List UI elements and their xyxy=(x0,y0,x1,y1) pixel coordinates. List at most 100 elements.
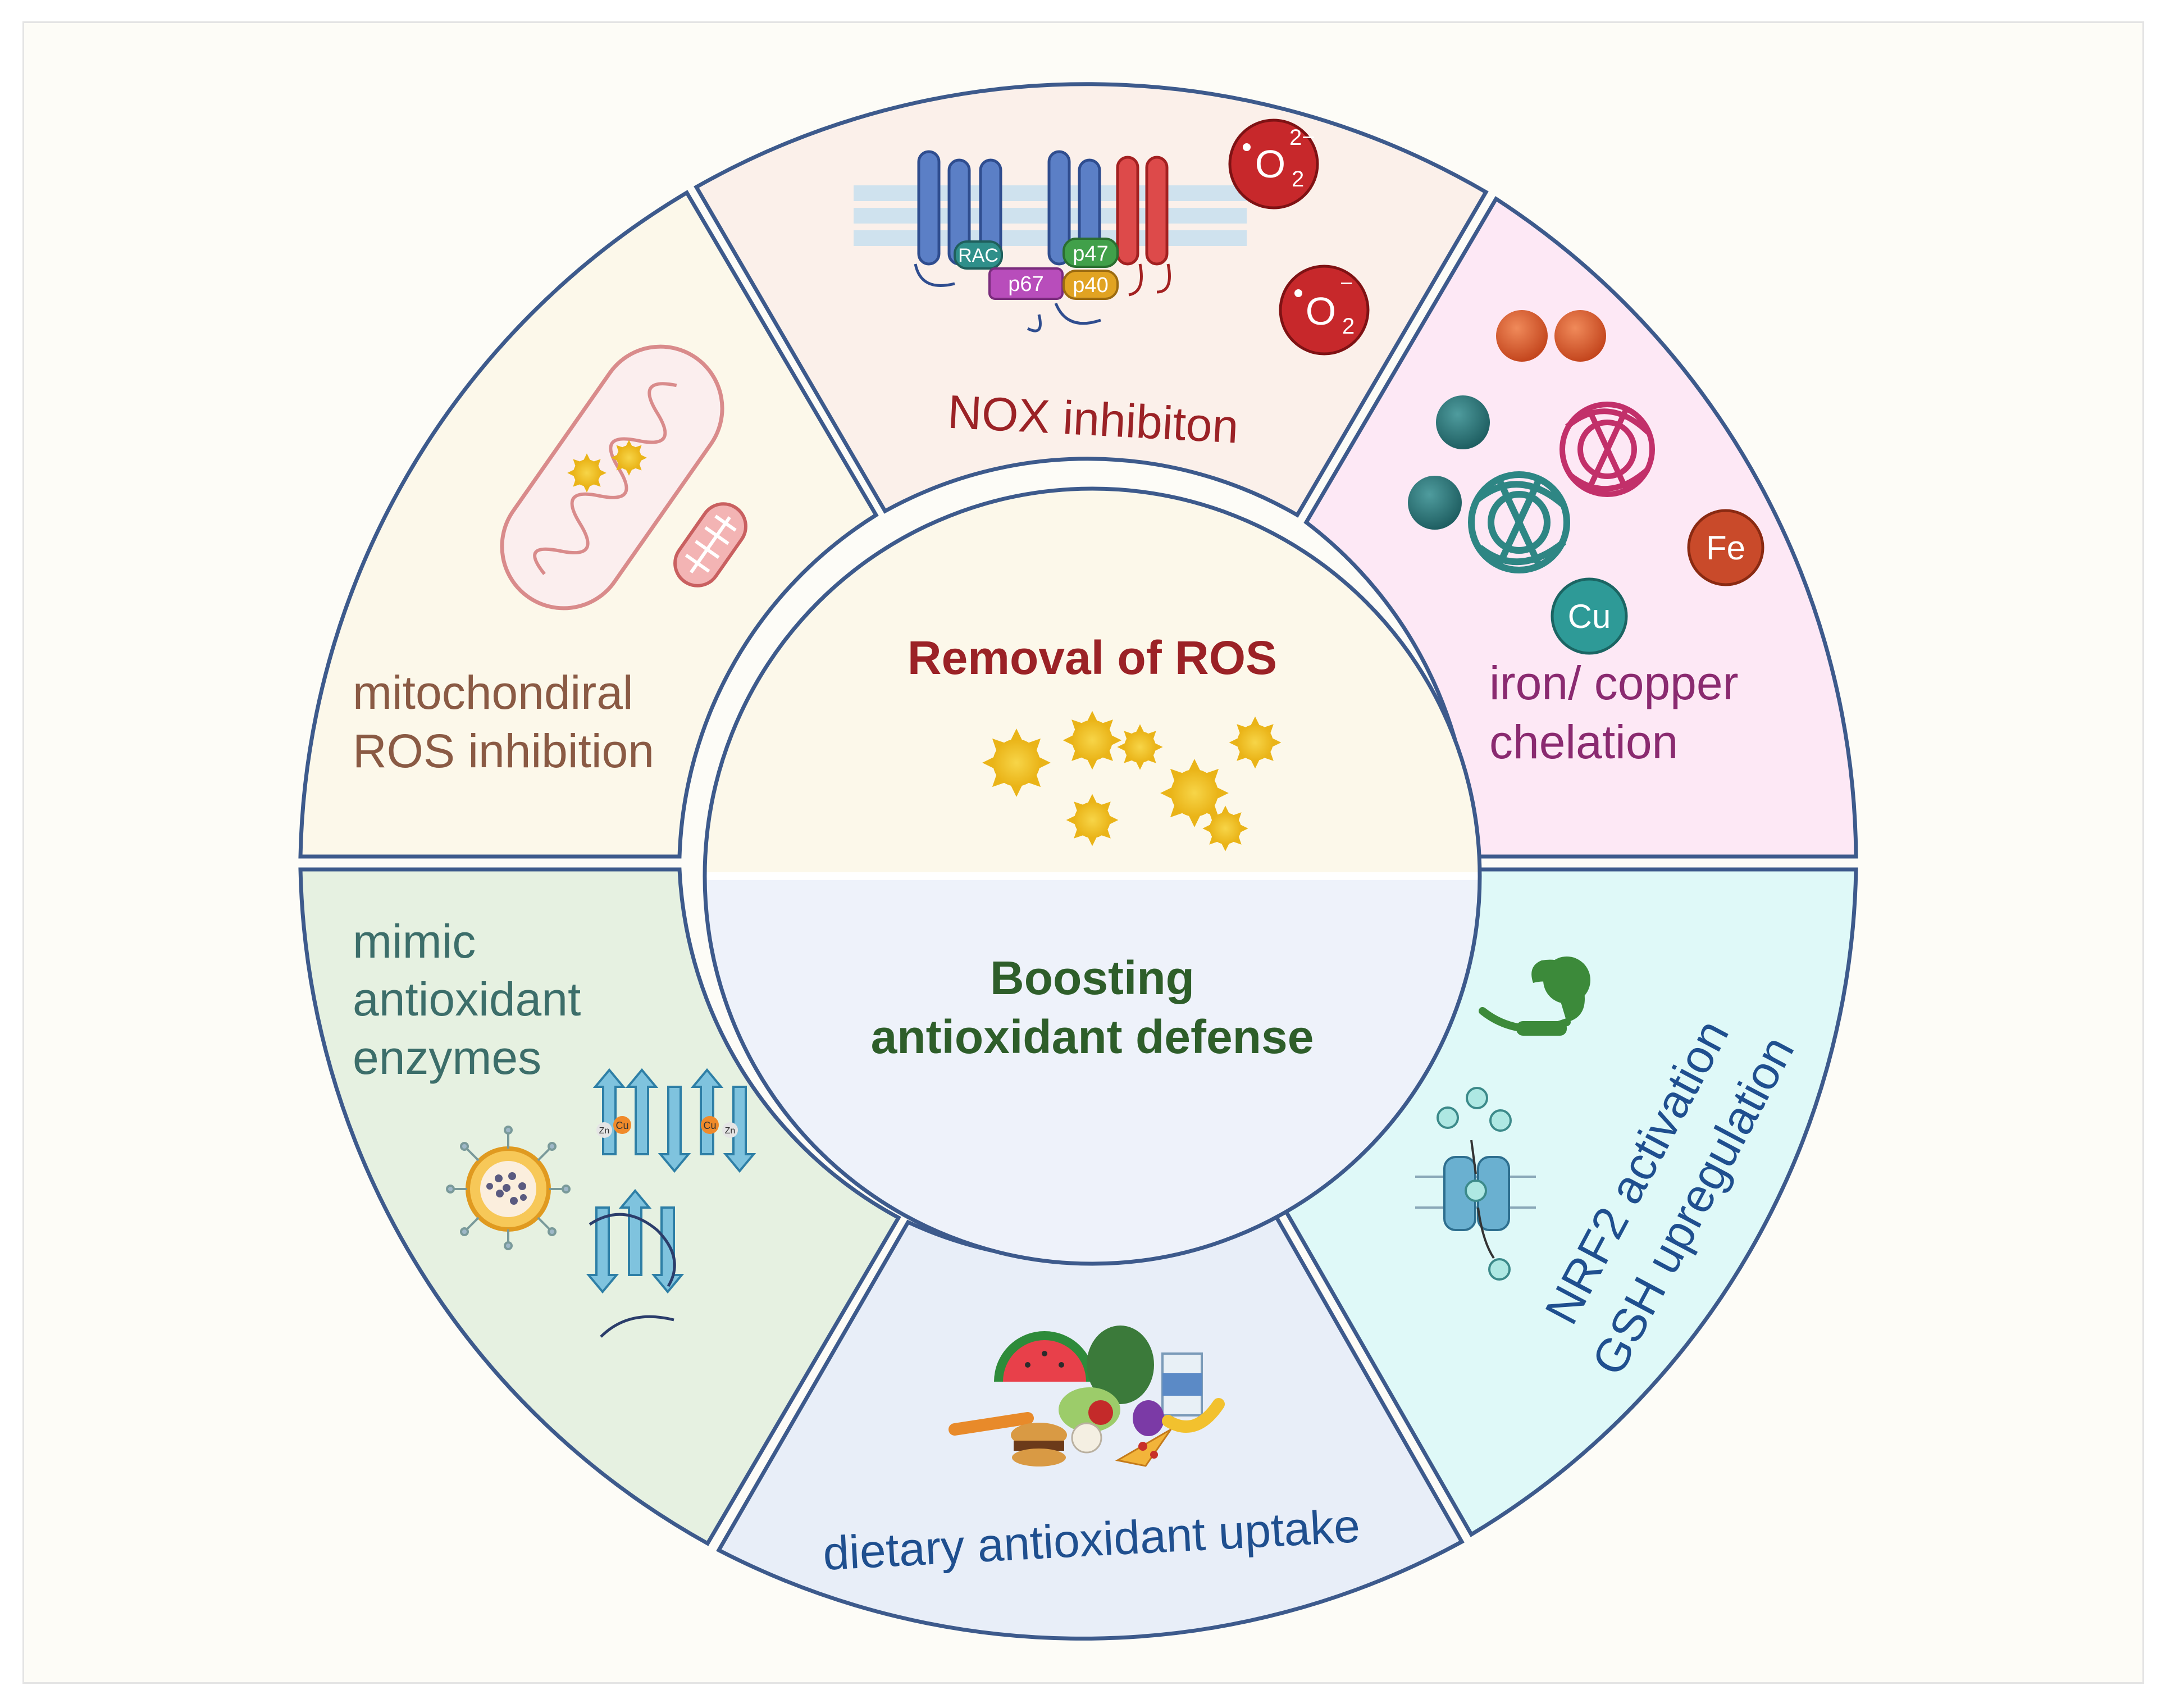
sun-ray xyxy=(1232,812,1242,822)
ros-sun-icon xyxy=(1202,805,1248,851)
fe-ion-label: Fe xyxy=(1706,529,1745,567)
sun-ray xyxy=(1232,835,1242,845)
sun-ray xyxy=(1170,804,1184,818)
sun-core xyxy=(1237,725,1273,760)
sun-ray xyxy=(1010,728,1023,741)
sun-ray xyxy=(626,440,632,447)
sun-ray xyxy=(1124,731,1133,740)
p40-label: p40 xyxy=(1073,274,1108,297)
sun-core xyxy=(1074,802,1110,838)
sun-ray xyxy=(1221,842,1230,851)
sun-ray xyxy=(1110,735,1122,746)
food-icon xyxy=(949,1326,1225,1467)
sun-ray xyxy=(1205,768,1219,782)
sun-ray xyxy=(1136,761,1144,770)
species1-base: O xyxy=(1255,142,1285,186)
species1-sub: 2 xyxy=(1292,167,1304,192)
cu-ion-label: Cu xyxy=(1568,598,1611,635)
sun-ray xyxy=(1237,750,1247,761)
sun-ray xyxy=(982,756,995,769)
mimic-cu-left: Cu xyxy=(615,1120,628,1131)
sun-core xyxy=(993,739,1040,786)
sun-ray xyxy=(616,445,623,452)
sun-ray xyxy=(1216,786,1229,800)
sun-ray xyxy=(611,454,618,461)
sun-ray xyxy=(599,469,607,477)
sun-ray xyxy=(1038,756,1051,769)
sun-ray xyxy=(593,459,601,467)
mimic-label-line2: antioxidant xyxy=(353,973,581,1026)
sun-ray xyxy=(1087,758,1098,770)
nanozyme-icon: Cu Zn Cu Zn xyxy=(446,1068,756,1338)
sun-ray xyxy=(1170,768,1184,782)
sun-core xyxy=(1072,720,1112,760)
sun-ray xyxy=(1066,815,1076,825)
sun-ray xyxy=(1154,743,1163,751)
sun-ray xyxy=(1202,824,1211,833)
sun-ray xyxy=(1239,824,1248,833)
sun-ray xyxy=(1205,804,1219,818)
sun-ray xyxy=(1063,735,1074,746)
sun-core xyxy=(1124,731,1156,763)
sun-ray xyxy=(1221,805,1230,814)
nox-complex-icon: RAC p67 p47 p40 xyxy=(854,150,1247,333)
sun-ray xyxy=(992,738,1006,752)
sun-ray xyxy=(1188,814,1201,827)
sun-ray xyxy=(1263,750,1274,761)
segment-chelation xyxy=(1303,196,1858,859)
species2-base: O xyxy=(1306,289,1336,333)
superoxide-icon: O 2 2− xyxy=(1228,119,1319,209)
sun-ray xyxy=(1136,724,1144,733)
sun-ray xyxy=(1027,738,1041,752)
sun-ray xyxy=(616,463,623,471)
chelation-label-line1: iron/ copper xyxy=(1489,657,1739,709)
superoxide-radical-icon: O 2 − xyxy=(1279,265,1370,356)
sun-core xyxy=(1210,813,1241,844)
center-bottom-title-line2: antioxidant defense xyxy=(871,1010,1314,1063)
sun-core xyxy=(573,459,600,486)
center-bottom-title-line1: Boosting xyxy=(990,951,1194,1004)
sun-ray xyxy=(1071,749,1083,761)
ros-sun-icon xyxy=(1063,710,1122,770)
mimic-cu-right: Cu xyxy=(703,1120,716,1131)
sun-core xyxy=(617,445,641,470)
sun-ray xyxy=(1100,828,1111,839)
species2-sup: − xyxy=(1340,271,1353,296)
sun-ray xyxy=(1087,836,1097,846)
sun-ray xyxy=(583,485,591,493)
sun-ray xyxy=(1147,731,1156,740)
mimic-label-line1: mimic xyxy=(353,915,476,968)
mimic-zn-left: Zn xyxy=(599,1126,610,1136)
ros-suns xyxy=(982,710,1282,851)
sun-ray xyxy=(1209,812,1219,822)
sun-ray xyxy=(1188,759,1201,772)
sun-ray xyxy=(635,463,642,471)
species2-sub: 2 xyxy=(1342,314,1355,339)
sun-ray xyxy=(1101,719,1113,731)
sun-ray xyxy=(1117,743,1126,751)
sun-ray xyxy=(1101,749,1113,761)
mito-label-line2: ROS inhibition xyxy=(353,725,654,777)
mimic-label-line3: enzymes xyxy=(353,1031,541,1084)
mito-label-line1: mitochondiral xyxy=(353,666,633,719)
p47-label: p47 xyxy=(1073,242,1108,266)
sun-ray xyxy=(1071,719,1083,731)
sun-ray xyxy=(573,479,581,487)
sun-ray xyxy=(1229,737,1239,748)
sun-ray xyxy=(593,479,601,487)
sun-ray xyxy=(1027,773,1041,787)
sun-ray xyxy=(1271,737,1282,748)
rac-label: RAC xyxy=(958,245,998,266)
sun-ray xyxy=(1074,828,1084,839)
mitochondria-icon xyxy=(500,344,747,611)
ros-sun-icon xyxy=(1160,759,1229,827)
ros-sun-icon xyxy=(1066,794,1119,846)
sun-ray xyxy=(1263,724,1274,735)
sun-ray xyxy=(1124,754,1133,763)
sun-ray xyxy=(1109,815,1119,825)
sun-ray xyxy=(1160,786,1173,800)
chelation-label-line2: chelation xyxy=(1489,716,1678,768)
ros-sun-icon xyxy=(1117,724,1163,770)
